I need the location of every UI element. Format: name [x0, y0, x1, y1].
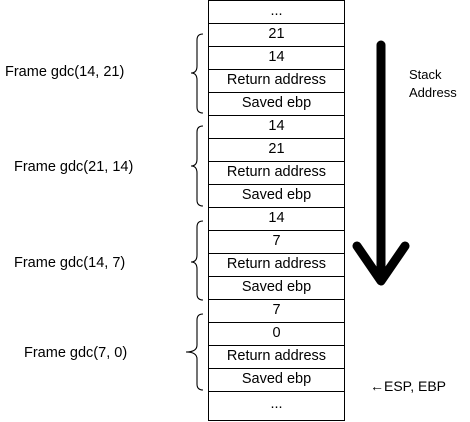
- stack-cell: 14: [208, 207, 345, 230]
- stack-address-line2: Address: [409, 85, 457, 100]
- stack-cell: 7: [208, 230, 345, 253]
- stack-cell: Return address: [208, 69, 345, 92]
- stack-cell: Saved ebp: [208, 92, 345, 115]
- stack-cell: Return address: [208, 345, 345, 368]
- stack-cell: Return address: [208, 161, 345, 184]
- stack-cell: 0: [208, 322, 345, 345]
- frame-label-gdc-14-7: Frame gdc(14, 7): [14, 255, 126, 271]
- stack-cell: Saved ebp: [208, 276, 345, 299]
- stack-cell: 7: [208, 299, 345, 322]
- frame-brace-gdc-21-14: [190, 125, 204, 207]
- stack-cell: 21: [208, 138, 345, 161]
- stack-cell-top-ellipsis: ...: [208, 0, 345, 23]
- stack-address-line1: Stack: [409, 67, 442, 82]
- frame-brace-gdc-7-0: [185, 313, 204, 391]
- stack-cell: 21: [208, 23, 345, 46]
- stack-cell: 14: [208, 46, 345, 69]
- frame-brace-gdc-14-21: [190, 33, 204, 114]
- stack-cell: 14: [208, 115, 345, 138]
- stack-cell: Saved ebp: [208, 184, 345, 207]
- stack-cell-bottom-ellipsis: ...: [208, 391, 345, 421]
- frame-label-gdc-14-21: Frame gdc(14, 21): [5, 64, 125, 80]
- stack-growth-arrow: [352, 40, 410, 286]
- stack-cell: Saved ebp: [208, 368, 345, 391]
- frame-brace-gdc-14-7: [190, 220, 204, 301]
- frame-label-gdc-21-14: Frame gdc(21, 14): [14, 159, 134, 175]
- frame-label-gdc-7-0: Frame gdc(7, 0): [24, 345, 128, 361]
- stack-address-label: Stack Address: [409, 66, 457, 102]
- esp-ebp-pointer-label: ←ESP, EBP: [370, 378, 447, 394]
- stack-cell: Return address: [208, 253, 345, 276]
